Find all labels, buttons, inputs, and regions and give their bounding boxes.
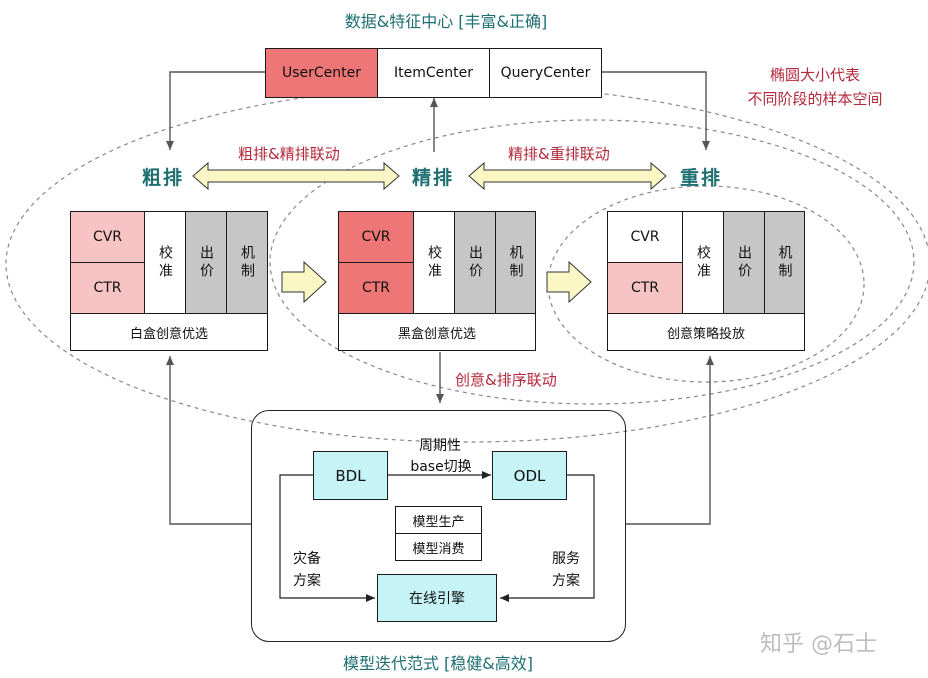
data-center-table: UserCenter ItemCenter QueryCenter xyxy=(265,48,602,98)
model-iteration-container xyxy=(251,410,626,642)
block-strategy-bidding: 出价 xyxy=(723,211,765,314)
arrow-querycenter-to-rerank xyxy=(602,71,710,150)
block-blackbox-cvr: CVR xyxy=(338,211,414,263)
link-label-fine-rerank: 精排&重排联动 xyxy=(508,145,610,163)
arrow-coarse-fine-link xyxy=(192,161,400,191)
arrow-block2-to-block3 xyxy=(546,260,592,304)
arrow-odl-to-engine xyxy=(500,474,595,602)
stage-label-coarse: 粗排 xyxy=(142,167,185,189)
watermark-text: 知乎 @石士 xyxy=(760,632,877,657)
block-strategy: CVR CTR 校准 出价 机制 创意策略投放 xyxy=(607,211,805,351)
arrow-model-to-block1 xyxy=(166,356,251,525)
block-blackbox-bidding: 出价 xyxy=(454,211,496,314)
block-blackbox: CVR CTR 校准 出价 机制 黑盒创意优选 xyxy=(338,211,536,351)
arrow-model-to-block3 xyxy=(626,356,714,525)
arrow-block1-to-block2 xyxy=(281,260,327,304)
ellipse-note-line2: 不同阶段的样本空间 xyxy=(747,90,883,108)
stage-label-rerank: 重排 xyxy=(680,167,723,189)
arrow-bdl-to-engine xyxy=(279,474,375,602)
stage-label-fine: 精排 xyxy=(412,167,455,189)
model-iteration-title: 模型迭代范式 [稳健&高效] xyxy=(342,654,534,673)
block-whitebox: CVR CTR 校准 出价 机制 白盒创意优选 xyxy=(70,211,268,351)
switch-label-line2: base切换 xyxy=(410,459,472,475)
switch-label-line1: 周期性 xyxy=(419,438,461,454)
online-engine-box: 在线引擎 xyxy=(377,574,497,622)
block-whitebox-mechanism: 机制 xyxy=(226,211,268,314)
link-label-creative-rank: 创意&排序联动 xyxy=(455,371,557,389)
block-blackbox-label: 黑盒创意优选 xyxy=(338,313,536,351)
block-strategy-ctr: CTR xyxy=(607,262,683,314)
link-label-coarse-fine: 粗排&精排联动 xyxy=(238,145,340,163)
block-whitebox-ctr: CTR xyxy=(70,262,145,314)
block-blackbox-mechanism: 机制 xyxy=(495,211,536,314)
arrow-usercenter-to-coarse xyxy=(166,71,265,150)
querycenter-cell: QueryCenter xyxy=(489,48,602,98)
block-blackbox-ctr: CTR xyxy=(338,262,414,314)
sample-space-ellipse-fine xyxy=(269,119,915,405)
block-whitebox-label: 白盒创意优选 xyxy=(70,313,268,351)
backup-label-line2: 方案 xyxy=(293,573,321,589)
data-center-title: 数据&特征中心 [丰富&正确] xyxy=(344,12,548,31)
bdl-box: BDL xyxy=(313,451,388,500)
service-label-line1: 服务 xyxy=(552,551,580,567)
itemcenter-cell: ItemCenter xyxy=(377,48,490,98)
block-strategy-label: 创意策略投放 xyxy=(607,313,805,351)
block-strategy-cvr: CVR xyxy=(607,211,683,263)
model-produce-box: 模型生产 xyxy=(395,506,482,534)
block-whitebox-calibration: 校准 xyxy=(144,211,186,314)
sample-space-ellipse-rerank xyxy=(547,185,865,383)
block-whitebox-cvr: CVR xyxy=(70,211,145,263)
service-label-line2: 方案 xyxy=(552,573,580,589)
ellipse-note-line1: 椭圆大小代表 xyxy=(769,66,860,84)
backup-label-line1: 灾备 xyxy=(293,551,321,567)
block-strategy-calibration: 校准 xyxy=(682,211,724,314)
block-blackbox-calibration: 校准 xyxy=(413,211,455,314)
arrow-fine-rerank-link xyxy=(468,161,667,191)
block-whitebox-bidding: 出价 xyxy=(185,211,227,314)
odl-box: ODL xyxy=(492,451,567,500)
block-strategy-mechanism: 机制 xyxy=(764,211,805,314)
model-consume-box: 模型消费 xyxy=(395,533,482,561)
usercenter-cell: UserCenter xyxy=(265,48,378,98)
